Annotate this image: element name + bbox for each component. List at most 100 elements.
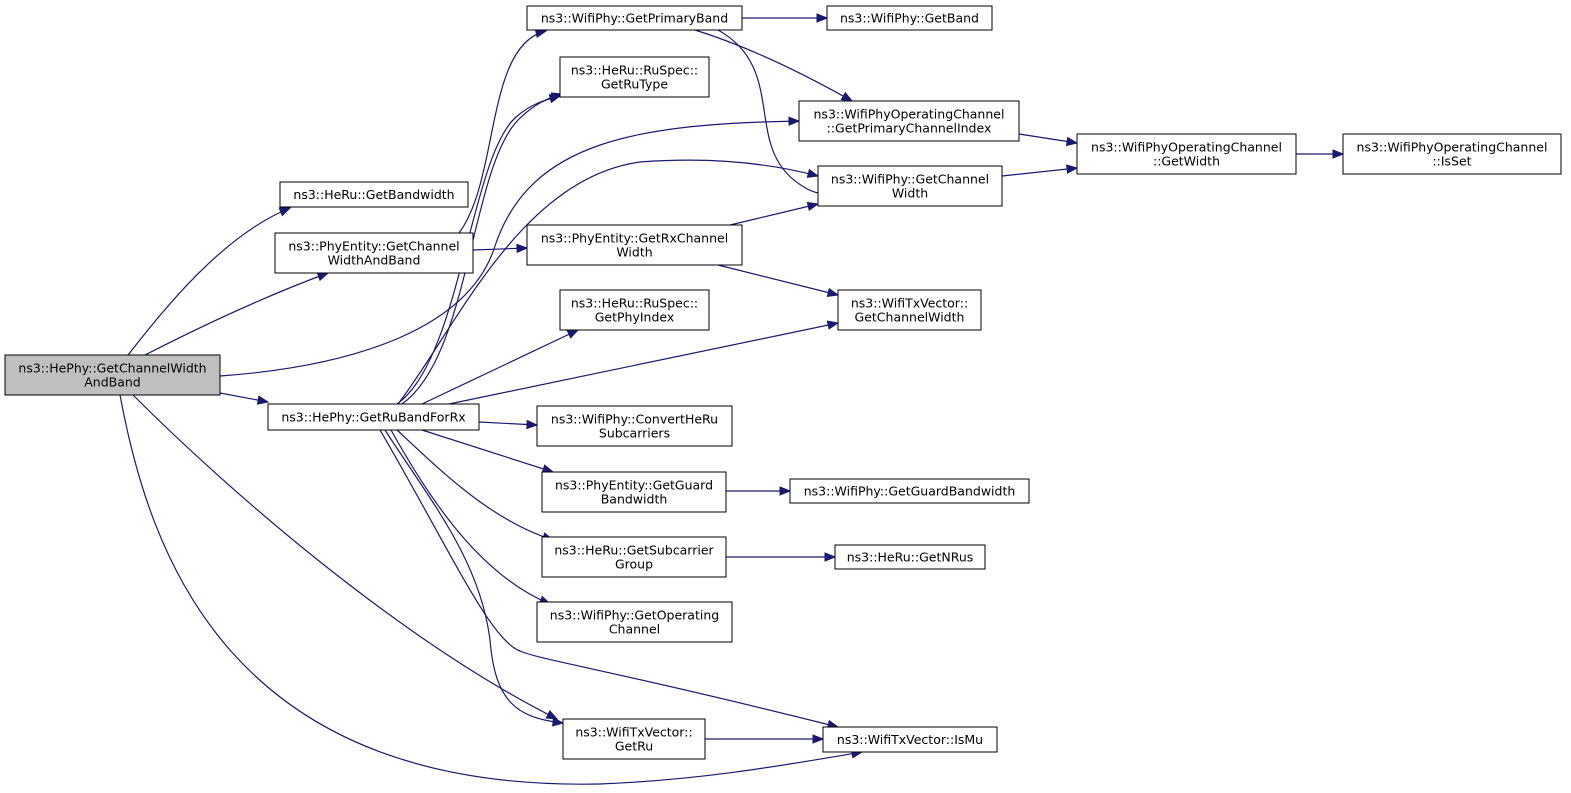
node-label-line: ns3::WifiPhyOperatingChannel (1091, 140, 1282, 155)
node-box[interactable] (834, 544, 986, 570)
node-label-line: Width (616, 245, 652, 260)
edge-arrowhead (256, 395, 270, 405)
node-box[interactable] (267, 403, 480, 431)
node-label-line: ns3::WifiPhy::GetOperating (550, 608, 719, 623)
node-wifitxvector_getchannelwidth[interactable]: ns3::WifiTxVector::GetChannelWidth (837, 289, 982, 331)
node-wifiphy_getchannelwidth[interactable]: ns3::WifiPhy::GetChannelWidth (817, 165, 1003, 207)
node-opchannel_isset[interactable]: ns3::WifiPhyOperatingChannel::IsSet (1342, 133, 1562, 175)
node-box[interactable] (822, 726, 998, 753)
node-box[interactable] (559, 56, 710, 98)
node-opchannel_getprimarychannelindex[interactable]: ns3::WifiPhyOperatingChannel::GetPrimary… (798, 100, 1020, 142)
edge-arrowhead (316, 272, 330, 282)
node-box[interactable] (4, 354, 221, 396)
edge-line (390, 429, 551, 605)
node-label-line: ns3::WifiPhy::GetChannel (831, 172, 989, 187)
node-label-line: WidthAndBand (328, 253, 421, 268)
node-label-line: AndBand (84, 375, 141, 390)
edge-arrowhead (278, 207, 292, 217)
node-opchannel_getwidth[interactable]: ns3::WifiPhyOperatingChannel::GetWidth (1076, 133, 1297, 175)
edge-line (401, 93, 563, 405)
node-box[interactable] (541, 536, 727, 578)
call-edge-root-to-wifitxvector_ismu (119, 394, 864, 785)
node-box[interactable] (559, 289, 710, 331)
node-box[interactable] (536, 601, 733, 643)
edge-line (119, 394, 863, 785)
node-wifiphy_getprimaryband[interactable]: ns3::WifiPhy::GetPrimaryBand (526, 5, 743, 31)
node-hephy_getrubandforrx[interactable]: ns3::HePhy::GetRuBandForRx (267, 403, 480, 431)
node-box[interactable] (279, 181, 469, 208)
edge-arrowhead (1065, 136, 1079, 147)
call-edge-root-to-hephy_getrubandforrx (219, 392, 270, 405)
node-label-line: ns3::WifiPhy::ConvertHeRu (551, 412, 718, 427)
node-label-line: Subcarriers (599, 426, 670, 441)
node-label-line: Group (615, 557, 653, 572)
call-edge-phyentity_getchannelwidthandband-to-wifiphy_getprimaryband (458, 28, 548, 234)
node-label-line: ns3::WifiPhyOperatingChannel (814, 107, 1005, 122)
edge-line (1001, 167, 1078, 177)
edge-line (384, 429, 564, 724)
call-edge-hephy_getrubandforrx-to-wifitxvector_getchannelwidth (448, 320, 840, 405)
node-box[interactable] (826, 5, 993, 31)
call-edge-phyentity_getchannelwidthandband-to-phyentity_getrxchannelwidth (472, 243, 529, 254)
node-box[interactable] (536, 405, 733, 447)
edge-arrowhead (566, 329, 580, 339)
call-edge-root-to-heru_getbandwidth (127, 207, 292, 356)
node-label-line: ns3::HeRu::GetBandwidth (293, 187, 454, 202)
edge-line (219, 120, 800, 377)
node-label-line: ns3::PhyEntity::GetChannel (288, 239, 459, 254)
call-edge-opchannel_getwidth-to-opchannel_isset (1296, 149, 1345, 159)
node-box[interactable] (274, 232, 474, 274)
call-edge-root-to-opchannel_getprimarychannelindex (219, 116, 801, 377)
edge-line (421, 329, 579, 405)
edge-line (127, 207, 291, 356)
node-label-line: ns3::HePhy::GetChannelWidth (18, 361, 206, 376)
node-wifitxvector_getru[interactable]: ns3::WifiTxVector::GetRu (562, 718, 706, 760)
node-ruspec_getrutype[interactable]: ns3::HeRu::RuSpec::GetRuType (559, 56, 710, 98)
node-box[interactable] (526, 5, 743, 31)
node-wifiphy_getguardbandwidth[interactable]: ns3::WifiPhy::GetGuardBandwidth (789, 478, 1030, 504)
node-box[interactable] (541, 471, 727, 513)
edge-arrowhead (826, 320, 840, 330)
node-box[interactable] (526, 224, 743, 266)
edge-arrowhead (526, 419, 539, 430)
edge-line (396, 429, 554, 541)
node-label-line: Width (892, 186, 928, 201)
node-label-line: ::IsSet (1432, 154, 1471, 169)
node-box[interactable] (798, 100, 1020, 142)
edge-arrowhead (806, 201, 820, 212)
call-edge-wifitxvector_getru-to-wifitxvector_ismu (705, 734, 825, 744)
edge-line (132, 394, 558, 720)
node-box[interactable] (837, 289, 982, 331)
node-box[interactable] (1076, 133, 1297, 175)
node-label-line: ns3::PhyEntity::GetRxChannel (541, 231, 728, 246)
node-label-line: ns3::HeRu::GetNRus (847, 550, 974, 565)
edge-arrowhead (550, 92, 564, 102)
node-label-line: ns3::WifiPhy::GetGuardBandwidth (804, 484, 1016, 499)
edge-line (717, 264, 839, 296)
call-edge-hephy_getrubandforrx-to-wifiphy_getoperatingchannel (390, 429, 552, 605)
call-edge-wifiphy_getprimaryband-to-wifiphy_getband (742, 13, 829, 23)
node-phyentity_getguardbandwidth[interactable]: ns3::PhyEntity::GetGuardBandwidth (541, 471, 727, 513)
node-wifitxvector_ismu[interactable]: ns3::WifiTxVector::IsMu (822, 726, 998, 753)
node-box[interactable] (562, 718, 706, 760)
node-label-line: ns3::HeRu::RuSpec:: (571, 296, 698, 311)
node-box[interactable] (1342, 133, 1562, 175)
node-box[interactable] (789, 478, 1030, 504)
call-edge-root-to-phyentity_getchannelwidthandband (144, 272, 330, 356)
node-heru_getbandwidth[interactable]: ns3::HeRu::GetBandwidth (279, 181, 469, 208)
node-wifiphy_getband[interactable]: ns3::WifiPhy::GetBand (826, 5, 993, 31)
call-edge-wifiphy_getprimaryband-to-opchannel_getprimarychannelindex (694, 29, 854, 102)
node-box[interactable] (817, 165, 1003, 207)
edge-arrowhead (816, 13, 829, 23)
node-ruspec_getphyindex[interactable]: ns3::HeRu::RuSpec::GetPhyIndex (559, 289, 710, 331)
edge-arrowhead (779, 486, 792, 496)
edge-arrowhead (534, 28, 548, 38)
node-heru_getnrus[interactable]: ns3::HeRu::GetNRus (834, 544, 986, 570)
